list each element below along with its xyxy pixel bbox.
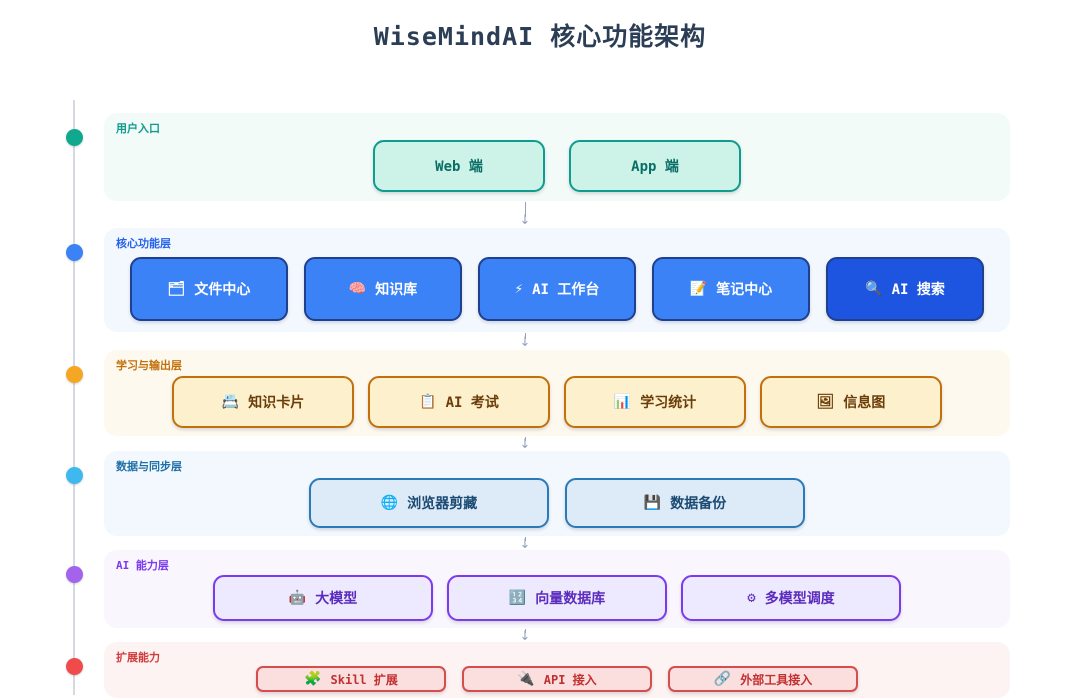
plug-icon: 🔌: [517, 671, 535, 687]
card-label: 浏览器剪藏: [407, 496, 478, 512]
card-label: 信息图: [843, 395, 886, 411]
timeline-dot-data-sync: [66, 467, 83, 484]
brain-icon: 🧠: [348, 281, 367, 297]
layer-cards-ai-capability: 🤖 大模型 🔢 向量数据库 ⚙ 多模型调度: [104, 575, 1010, 621]
arrow-ai-to-extension: ↓: [515, 629, 535, 643]
arrow-head-icon: ↓: [519, 537, 531, 552]
arrow-data-to-ai: ↓: [515, 537, 535, 551]
card-label: AI 搜索: [891, 282, 945, 298]
arrow-shaft: [524, 537, 526, 541]
layer-label-learning-output: 学习与输出层: [116, 359, 182, 372]
card-learning-output-3[interactable]: 📊 学习统计: [564, 376, 746, 428]
card-core-function-3[interactable]: ⚡ AI 工作台: [478, 257, 636, 321]
card-extension-2[interactable]: 🔌 API 接入: [462, 666, 652, 692]
card-user-entry-2[interactable]: App 端: [569, 140, 741, 192]
timeline-dot-ai-capability: [66, 566, 83, 583]
arrow-learning-to-data: ↓: [515, 437, 535, 452]
card-label: App 端: [631, 159, 679, 175]
puzzle-piece-icon: 🧩: [304, 671, 322, 687]
layer-band-core-function: 核心功能层 🗂 文件中心 🧠 知识库 ⚡ AI 工作台 📝 笔记中心 🔍 AI 搜索: [104, 228, 1010, 332]
card-ai-capability-2[interactable]: 🔢 向量数据库: [447, 575, 667, 621]
arrow-core-to-learning: ↓: [515, 333, 535, 351]
architecture-diagram: 用户入口 Web 端 App 端 ↓ 核心功能层 🗂 文件中心 🧠 知识库 ⚡ AI 工作台 📝 笔记中…: [0, 40, 1080, 698]
page-title: WiseMindAI 核心功能架构: [373, 22, 707, 51]
card-label: 多模型调度: [764, 591, 835, 607]
card-label: Skill 扩展: [330, 672, 398, 687]
card-label: 知识库: [375, 282, 418, 298]
search-icon: 🔍: [865, 281, 883, 297]
card-extension-1[interactable]: 🧩 Skill 扩展: [256, 666, 446, 692]
card-label: 知识卡片: [248, 395, 305, 411]
card-core-function-2[interactable]: 🧠 知识库: [304, 257, 462, 321]
card-core-function-4[interactable]: 📝 笔记中心: [652, 257, 810, 321]
card-label: 学习统计: [640, 395, 697, 411]
card-learning-output-4[interactable]: 🖼 信息图: [760, 376, 942, 428]
arrow-head-icon: ↓: [519, 335, 531, 350]
card-label: 向量数据库: [535, 591, 606, 607]
layer-cards-user-entry: Web 端 App 端: [104, 140, 1010, 192]
folder-icon: 🗂: [167, 281, 186, 297]
arrow-shaft: [524, 333, 526, 339]
arrow-head-icon: ↓: [519, 437, 531, 452]
input-numbers-icon: 🔢: [508, 590, 527, 606]
layer-label-core-function: 核心功能层: [116, 237, 171, 250]
card-data-sync-2[interactable]: 💾 数据备份: [565, 478, 805, 528]
card-learning-output-1[interactable]: 📇 知识卡片: [172, 376, 354, 428]
arrow-shaft: [524, 629, 526, 633]
card-data-sync-1[interactable]: 🌐 浏览器剪藏: [309, 478, 549, 528]
card-index-icon: 📇: [221, 394, 240, 410]
timeline-dot-extension: [66, 658, 83, 675]
globe-icon: 🌐: [380, 495, 399, 511]
layer-label-ai-capability: AI 能力层: [116, 559, 169, 572]
memo-icon: 📝: [689, 281, 708, 297]
link-icon: 🔗: [713, 671, 732, 687]
layer-band-user-entry: 用户入口 Web 端 App 端: [104, 113, 1010, 201]
framed-picture-icon: 🖼: [816, 394, 835, 410]
layer-cards-extension: 🧩 Skill 扩展 🔌 API 接入 🔗 外部工具接入: [104, 666, 1010, 692]
card-label: 笔记中心: [716, 282, 773, 298]
timeline-dot-user-entry: [66, 129, 83, 146]
card-label: 文件中心: [194, 282, 251, 298]
card-extension-3[interactable]: 🔗 外部工具接入: [668, 666, 858, 692]
card-label: 大模型: [315, 591, 358, 607]
card-label: AI 工作台: [532, 282, 600, 298]
layer-band-ai-capability: AI 能力层 🤖 大模型 🔢 向量数据库 ⚙ 多模型调度: [104, 550, 1010, 628]
layer-band-data-sync: 数据与同步层 🌐 浏览器剪藏 💾 数据备份: [104, 451, 1010, 536]
arrow-user-to-core: ↓: [515, 202, 535, 229]
card-ai-capability-3[interactable]: ⚙ 多模型调度: [681, 575, 901, 621]
card-label: API 接入: [543, 672, 597, 687]
layer-label-extension: 扩展能力: [116, 651, 160, 664]
card-core-function-1[interactable]: 🗂 文件中心: [130, 257, 288, 321]
card-label: 数据备份: [670, 496, 727, 512]
arrow-shaft: [524, 437, 526, 441]
card-label: Web 端: [435, 159, 483, 175]
timeline-rail: [73, 100, 75, 695]
bar-chart-icon: 📊: [613, 394, 632, 410]
card-learning-output-2[interactable]: 📋 AI 考试: [368, 376, 550, 428]
card-ai-capability-1[interactable]: 🤖 大模型: [213, 575, 433, 621]
clipboard-icon: 📋: [419, 394, 437, 410]
card-user-entry-1[interactable]: Web 端: [373, 140, 545, 192]
arrow-head-icon: ↓: [519, 629, 531, 644]
layer-label-data-sync: 数据与同步层: [116, 460, 182, 473]
card-label: AI 考试: [445, 395, 499, 411]
layer-label-user-entry: 用户入口: [116, 122, 160, 135]
timeline-dot-learning-output: [66, 366, 83, 383]
card-core-function-5[interactable]: 🔍 AI 搜索: [826, 257, 984, 321]
gear-icon: ⚙: [747, 590, 756, 606]
card-label: 外部工具接入: [740, 672, 813, 687]
timeline-dot-core-function: [66, 244, 83, 261]
arrow-shaft: [524, 202, 526, 217]
layer-band-learning-output: 学习与输出层 📇 知识卡片 📋 AI 考试 📊 学习统计 🖼 信息图: [104, 350, 1010, 436]
lightning-icon: ⚡: [514, 281, 524, 297]
layer-cards-learning-output: 📇 知识卡片 📋 AI 考试 📊 学习统计 🖼 信息图: [104, 376, 1010, 428]
layer-band-extension: 扩展能力 🧩 Skill 扩展 🔌 API 接入 🔗 外部工具接入: [104, 642, 1010, 698]
layer-cards-core-function: 🗂 文件中心 🧠 知识库 ⚡ AI 工作台 📝 笔记中心 🔍 AI 搜索: [104, 257, 1010, 321]
arrow-head-icon: ↓: [519, 213, 531, 228]
floppy-disk-icon: 💾: [643, 495, 662, 511]
robot-icon: 🤖: [288, 590, 307, 606]
layer-cards-data-sync: 🌐 浏览器剪藏 💾 数据备份: [104, 478, 1010, 528]
